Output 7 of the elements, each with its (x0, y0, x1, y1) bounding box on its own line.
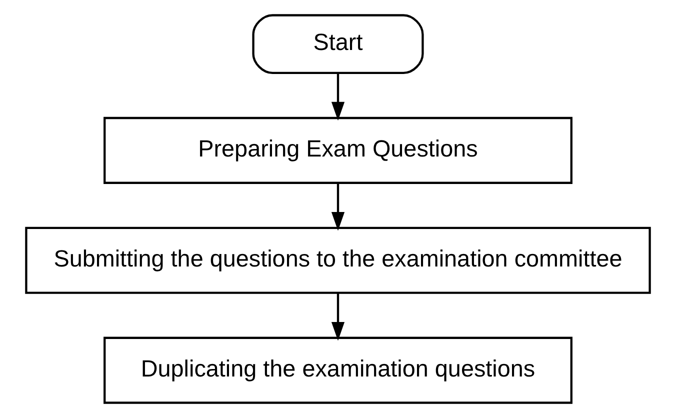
arrow (331, 73, 345, 121)
node-box: Submitting the questions to the examination committee (25, 226, 651, 294)
node-box: Start (252, 14, 424, 74)
arrow (331, 292, 345, 341)
arrow (331, 183, 345, 231)
node-box: Duplicating the examination questions (104, 336, 572, 404)
node-box: Preparing Exam Questions (104, 116, 572, 184)
